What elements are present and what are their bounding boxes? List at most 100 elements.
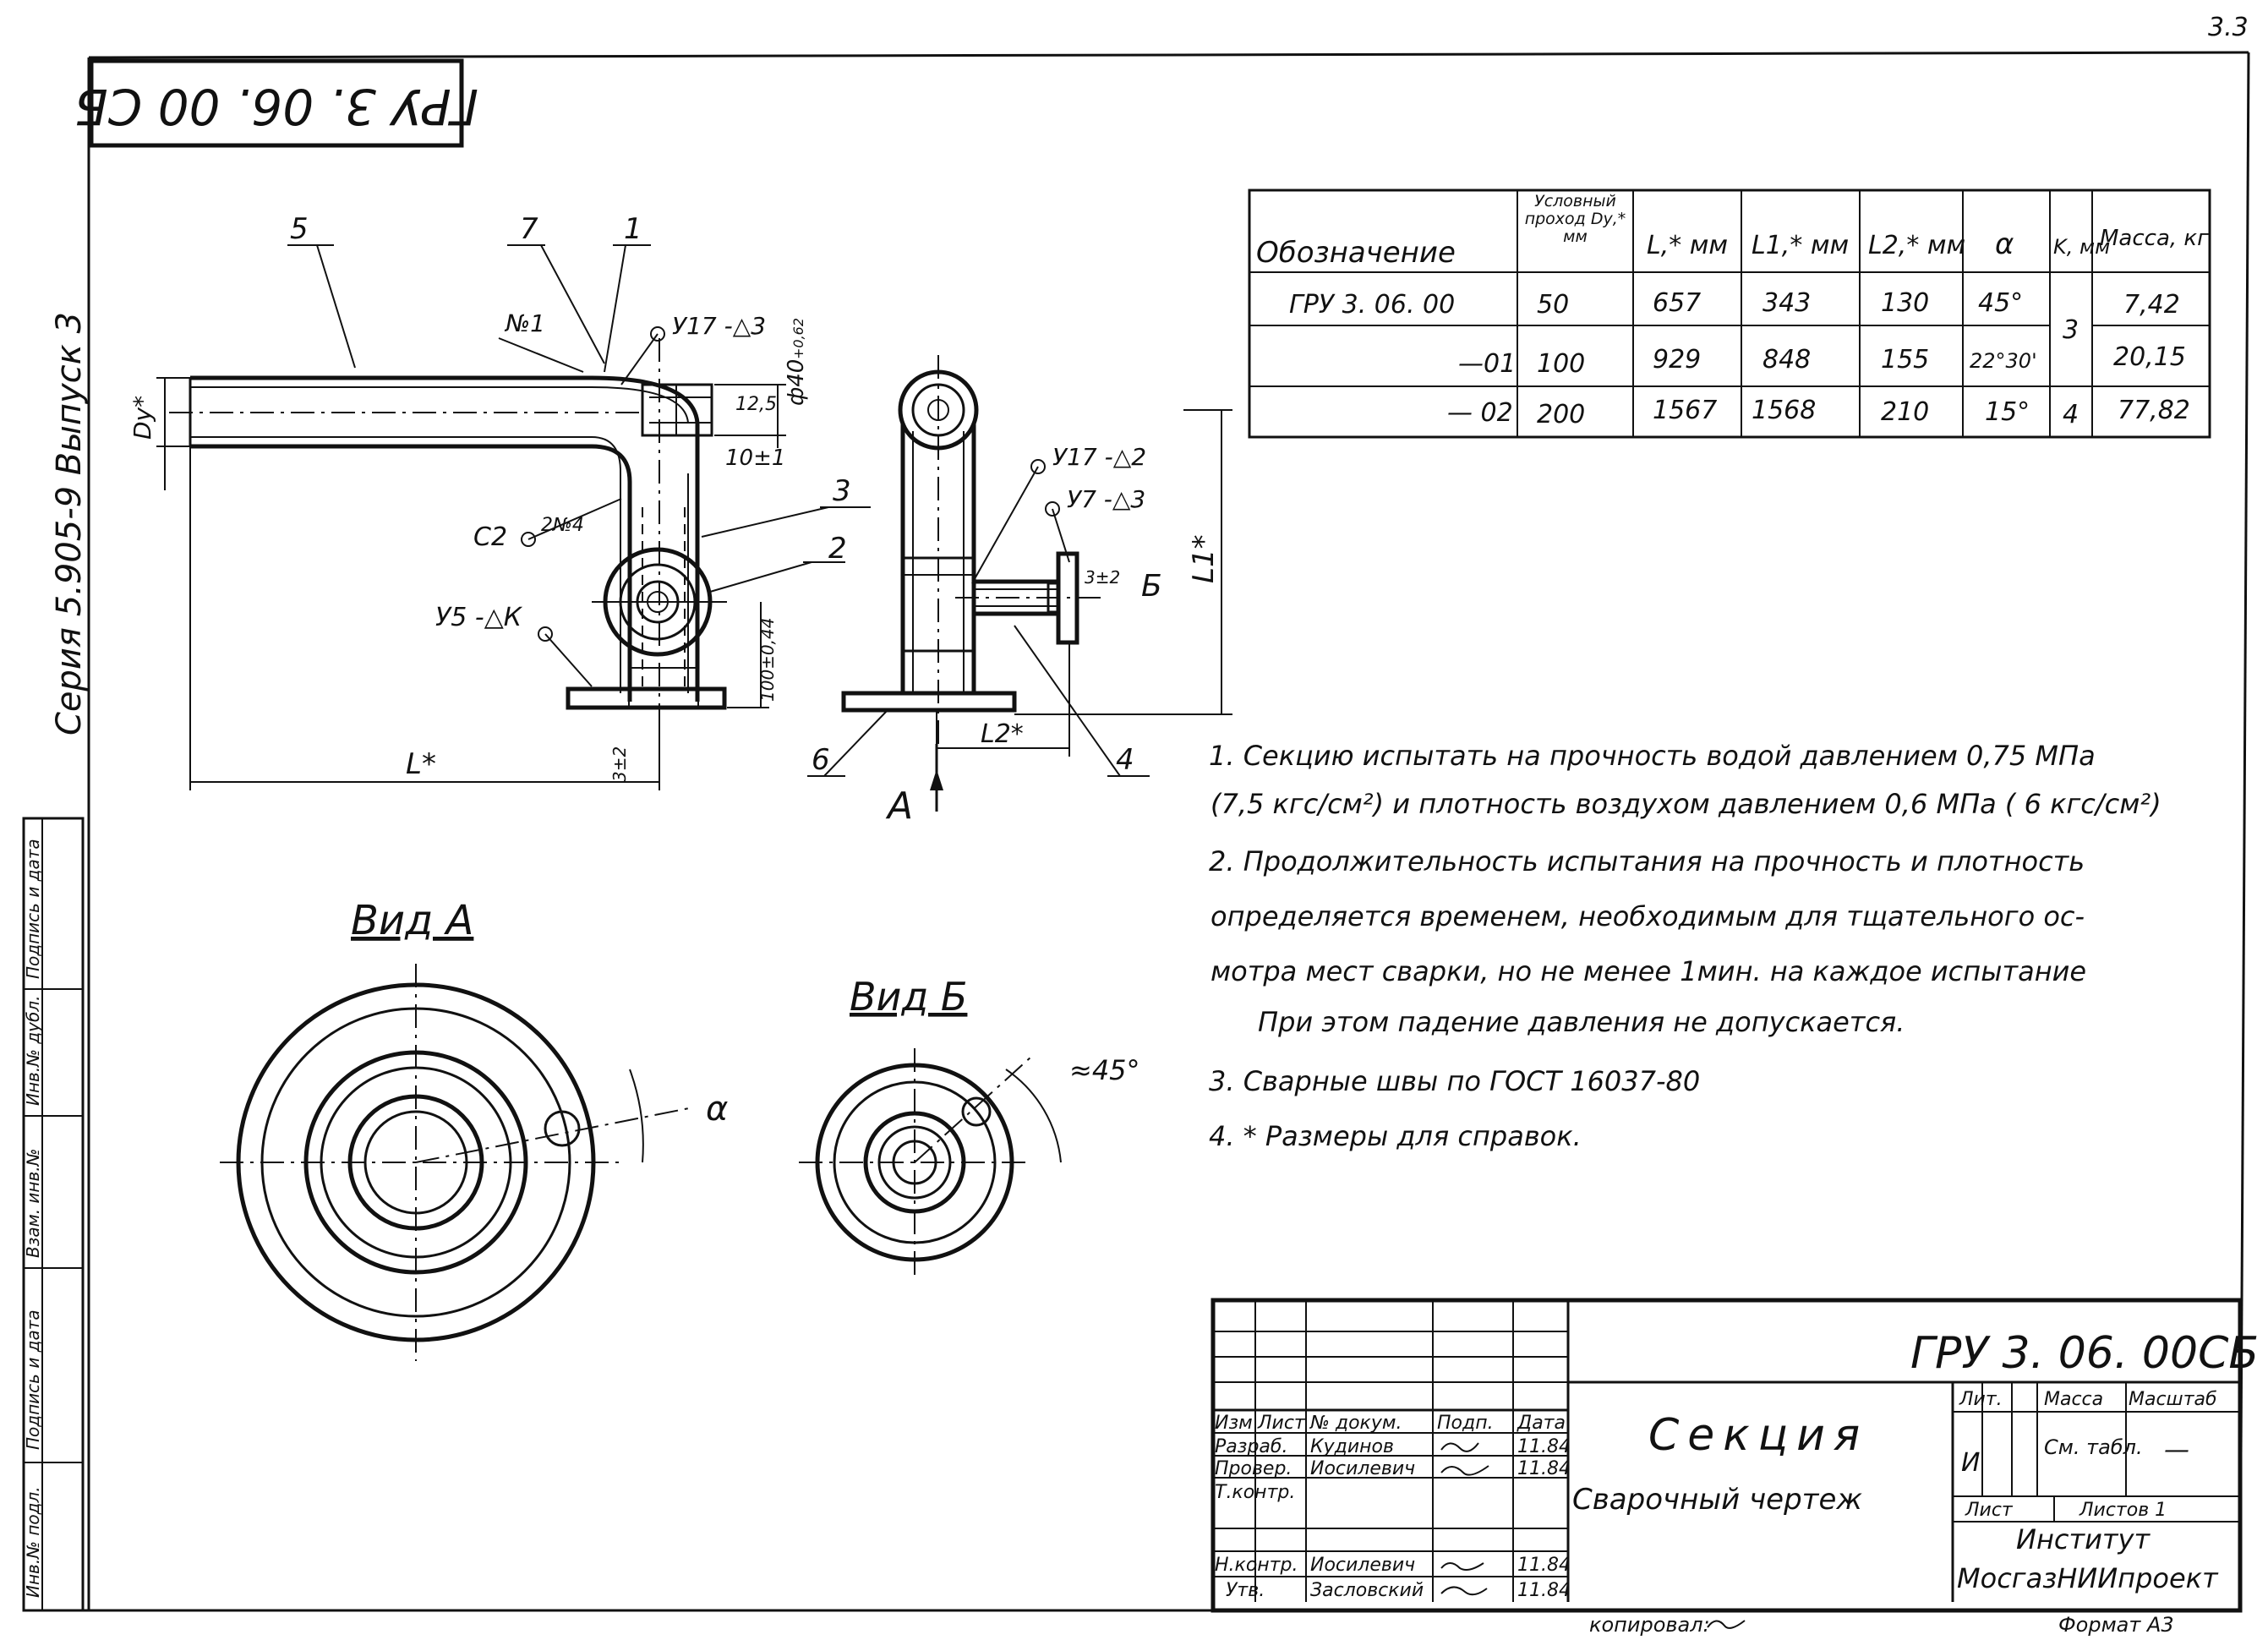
tb-role-0: Разраб.	[1215, 1436, 1287, 1457]
weld-n1: №1	[504, 309, 545, 337]
strip-podpis-2: Подпись и дата	[23, 839, 43, 979]
weld-top: У17 -△3	[672, 312, 766, 340]
note-line-7: 3. Сварные швы по ГОСТ 16037-80	[1209, 1065, 1700, 1097]
r1-du: 100	[1537, 349, 1585, 379]
callout-4: 4	[1116, 743, 1134, 777]
tb-lit-label: Лит.	[1959, 1389, 2003, 1410]
dim-phi-tol: +0,62	[790, 318, 806, 359]
r2-alpha: 15°	[1985, 397, 2030, 427]
dim-3-right: 3±2	[1085, 567, 1120, 588]
th-l1: L1,* мм	[1752, 231, 1849, 260]
view-a-title: Вид А	[351, 897, 473, 944]
r1-alpha: 22°30'	[1970, 349, 2037, 373]
dim-125: 12,5	[735, 394, 777, 415]
tb-copied: копировал:	[1589, 1613, 1710, 1637]
signature-4	[1440, 1562, 1484, 1571]
note-line-6: При этом падение давления не допускается…	[1258, 1006, 1905, 1038]
callout-7: 7	[520, 212, 538, 246]
r2-code: — 02	[1447, 398, 1513, 428]
th-mass: Масса, кг	[2100, 226, 2209, 251]
r0-code: ГРУ 3. 06. 00	[1289, 290, 1455, 320]
tb-institute-2: МосгазНИИпроект	[1957, 1562, 2219, 1594]
r1-mass: 20,15	[2113, 342, 2186, 372]
signature-0	[1440, 1442, 1479, 1452]
dim-100: 100±0,44	[757, 618, 778, 702]
view-a	[220, 964, 694, 1361]
tb-scale-value: —	[2164, 1435, 2189, 1465]
th-kprice: L,* мм	[1647, 231, 1728, 260]
callout-2: 2	[828, 532, 847, 566]
callout-6: 6	[812, 743, 830, 777]
front-view	[169, 338, 727, 744]
r2-k: 4	[2063, 400, 2079, 429]
th-k: K, мм	[2053, 235, 2110, 259]
tb-col-list: Лист	[1257, 1413, 1306, 1434]
th-designation: Обозначение	[1256, 236, 1456, 270]
dim-phi: ф40	[784, 359, 809, 406]
r2-l2: 210	[1881, 397, 1929, 427]
left-strip: Инв.№ подл. Подпись и дата Взам. инв.№ И…	[22, 817, 85, 1612]
weld-n4: 2№4	[541, 515, 584, 536]
dim-l2: L2*	[981, 719, 1024, 749]
r0-l1: 343	[1762, 288, 1811, 318]
tb-date-5: 11.84	[1517, 1580, 1571, 1601]
dim-l: L*	[406, 747, 436, 781]
th-l2: L2,* мм	[1868, 231, 1965, 260]
tb-mass-label: Масса	[2044, 1389, 2103, 1410]
r1-code: —01	[1458, 349, 1516, 379]
tb-sheets-label: Листов 1	[2079, 1500, 2167, 1521]
note-line-4: определяется временем, необходимым для т…	[1211, 900, 2085, 932]
tb-scale-label: Масштаб	[2129, 1389, 2217, 1410]
strip-podpis-1: Подпись и дата	[23, 1309, 43, 1450]
tb-role-1: Провер.	[1215, 1458, 1292, 1479]
th-du: Условный проход Dу,* мм	[1524, 193, 1626, 246]
tb-col-date: Дата	[1517, 1413, 1566, 1434]
note-line-5: мотра мест сварки, но не менее 1мин. на …	[1211, 955, 2086, 987]
tb-subtitle: Сварочный чертеж	[1572, 1483, 1862, 1517]
stamp-code: ГРУ 3. 06. 00 СБ	[74, 78, 478, 135]
page-corner-number: 3.3	[2208, 13, 2249, 42]
r2-du: 200	[1537, 400, 1585, 429]
tb-col-sign: Подп.	[1437, 1413, 1494, 1434]
r1-l: 929	[1653, 345, 1701, 374]
tb-institute-1: Институт	[2016, 1523, 2151, 1555]
strip-inv-podl: Инв.№ подл.	[23, 1486, 43, 1598]
th-du-cell: Условный проход Dу,* мм	[1524, 193, 1626, 246]
weld-c2: С2	[473, 522, 507, 552]
r0-l2: 130	[1881, 288, 1929, 318]
callout-5: 5	[290, 212, 309, 246]
angle45-label: ≈45°	[1069, 1054, 1140, 1086]
side-view	[841, 355, 1107, 812]
tb-name-0: Кудинов	[1310, 1436, 1394, 1457]
weld-y17-2: У17 -△2	[1052, 443, 1146, 471]
strip-vzam-inv: Взам. инв.№	[23, 1149, 43, 1258]
r0-mass: 7,42	[2123, 290, 2180, 320]
rotated-stamp: ГРУ 3. 06. 00 СБ	[74, 58, 478, 148]
tb-col-doc: № докум.	[1309, 1413, 1402, 1434]
weld-y7: У7 -△3	[1067, 485, 1145, 513]
signature-5	[1440, 1586, 1488, 1596]
r1-l1: 848	[1762, 345, 1811, 374]
tb-date-1: 11.84	[1517, 1458, 1571, 1479]
tb-sheet-label: Лист	[1965, 1500, 2014, 1521]
r0-du: 50	[1537, 290, 1569, 320]
tb-name-1: Иосилевич	[1310, 1458, 1415, 1479]
r2-mass: 77,82	[2118, 396, 2190, 425]
th-alpha: α	[1995, 227, 2014, 261]
callout-3: 3	[833, 474, 851, 508]
tb-format: Формат А3	[2058, 1613, 2174, 1637]
tb-name-5: Засловский	[1310, 1580, 1424, 1601]
r2-l: 1567	[1653, 396, 1717, 425]
dim-l1: L1*	[1187, 534, 1221, 583]
weld-y5: У5 -△К	[435, 603, 523, 632]
callout-1: 1	[624, 212, 642, 246]
dim-du: Dу*	[128, 396, 156, 440]
r1-l2: 155	[1881, 345, 1929, 374]
tb-name-4: Иосилевич	[1310, 1555, 1415, 1576]
tb-title: Секция	[1648, 1410, 1868, 1461]
arrow-b: Б	[1141, 569, 1162, 604]
view-b	[799, 1048, 1062, 1277]
tb-mass-value: См. табл.	[2044, 1435, 2143, 1459]
